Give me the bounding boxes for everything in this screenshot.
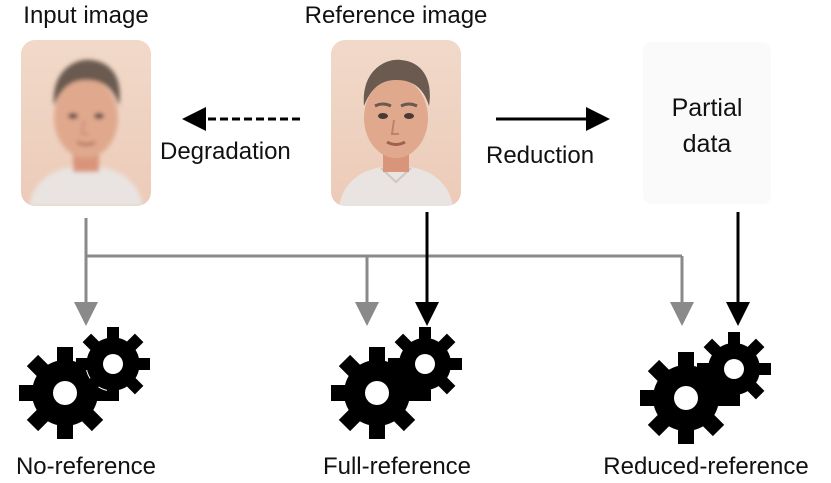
face-photo-icon [331, 40, 461, 206]
partial-data-label-line1: Partial [671, 94, 743, 122]
input-distribution-lines [84, 218, 684, 300]
partial-data-label-line2: data [682, 130, 732, 158]
input-image-photo [21, 40, 151, 206]
gears-icon-full-reference [331, 327, 462, 439]
degradation-label: Degradation [160, 138, 291, 165]
no-reference-label: No-reference [15, 453, 157, 480]
full-reference-label: Full-reference [322, 453, 472, 480]
gears-icon-no-reference [19, 327, 150, 439]
partial-data-box: Partial data [643, 42, 771, 204]
gear-small-icon [76, 327, 150, 401]
input-image-label: Input image [23, 2, 149, 29]
reduction-label: Reduction [486, 142, 595, 169]
gears-icon-reduced-reference [640, 332, 771, 444]
reference-image-label: Reference image [304, 2, 488, 29]
reference-image-photo [331, 40, 461, 206]
face-photo-icon [21, 40, 151, 206]
reduced-reference-label: Reduced-reference [603, 453, 809, 480]
